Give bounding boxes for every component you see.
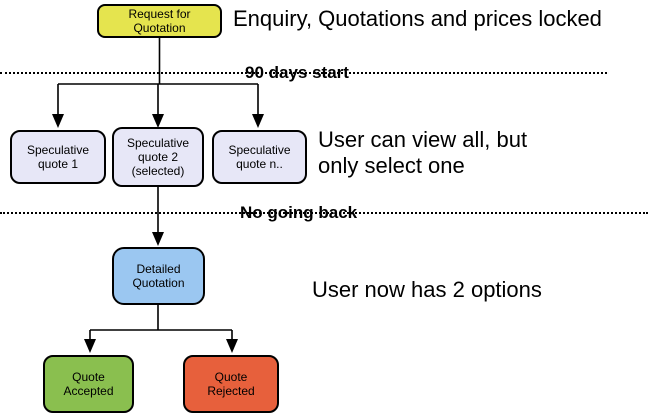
node-request-for-quotation: Request for Quotation (97, 4, 222, 38)
node-speculative-quote-n: Speculative quote n.. (212, 130, 307, 184)
node-speculative-quote-2: Speculative quote 2 (selected) (112, 127, 204, 187)
node-quote-rejected: Quote Rejected (183, 355, 279, 413)
phase-divider-90-days (0, 72, 607, 74)
node-speculative-quote-1: Speculative quote 1 (10, 130, 106, 184)
arrow-down-icon (252, 114, 264, 128)
arrow-down-icon (84, 339, 96, 353)
node-quote-accepted: Quote Accepted (43, 355, 134, 413)
annotation-enquiry-quotations-locked: Enquiry, Quotations and prices locked (233, 6, 602, 31)
node-detailed-quotation: Detailed Quotation (112, 247, 205, 305)
phase-divider-no-going-back (0, 212, 648, 214)
phase-label-90-days-start: 90 days start (245, 63, 349, 82)
arrow-down-icon (152, 114, 164, 128)
annotation-user-can-view-all: User can view all, but only select one (318, 127, 528, 178)
arrow-down-icon (152, 232, 164, 246)
arrow-down-icon (226, 339, 238, 353)
annotation-user-two-options: User now has 2 options (312, 277, 542, 302)
phase-label-no-going-back: No going back (240, 203, 358, 222)
arrow-down-icon (52, 114, 64, 128)
